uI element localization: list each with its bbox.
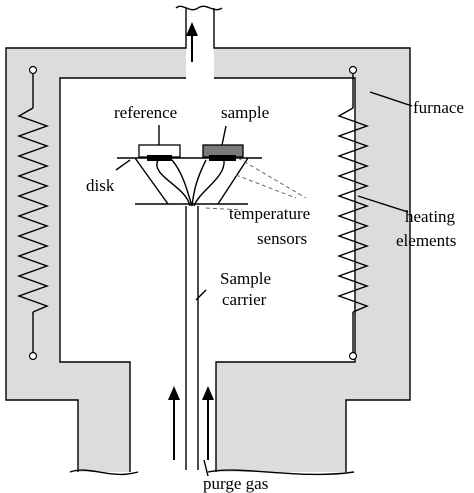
reference-pan	[138, 144, 181, 161]
label-temperature: temperature	[229, 204, 310, 223]
furnace-walls	[5, 5, 411, 476]
label-elements: elements	[396, 231, 456, 250]
sample-carrier-stem	[185, 206, 199, 470]
heating-element-right	[336, 65, 370, 361]
label-sample-carrier-2: carrier	[222, 290, 267, 309]
label-sample: sample	[221, 103, 269, 122]
leader-lines	[115, 91, 413, 477]
purge-gas-arrows	[168, 386, 214, 460]
furnace-wall-right	[214, 48, 410, 472]
label-furnace: furnace	[413, 98, 464, 117]
exhaust-arrow	[186, 22, 198, 62]
disk-assembly	[117, 157, 262, 207]
heating-element-left	[16, 65, 50, 361]
label-sample-carrier-1: Sample	[220, 269, 271, 288]
label-purge-gas: purge gas	[203, 474, 268, 493]
furnace-wall-left	[6, 48, 186, 472]
label-reference: reference	[114, 103, 177, 122]
label-disk: disk	[86, 176, 115, 195]
sample-pan	[202, 144, 244, 161]
label-heating: heating	[405, 207, 456, 226]
label-sensors: sensors	[257, 229, 307, 248]
